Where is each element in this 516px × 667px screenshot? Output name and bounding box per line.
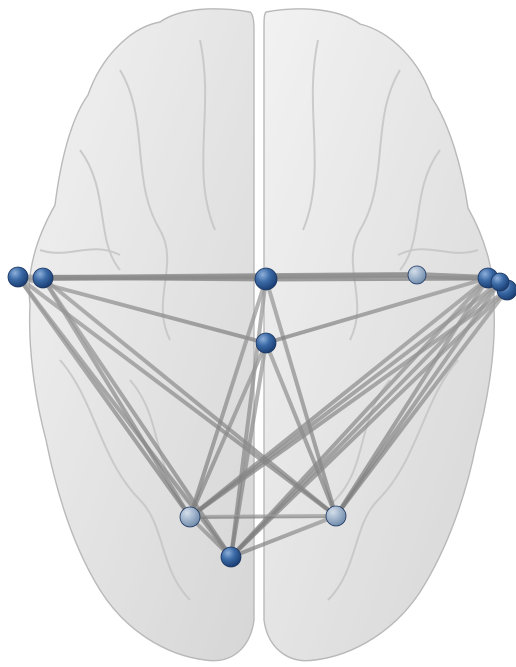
node-n9 (180, 507, 200, 527)
node-n2 (33, 268, 53, 288)
edge-n9-n10 (190, 516, 336, 517)
node-n1 (8, 267, 28, 287)
node-n4 (408, 266, 426, 284)
node-n8 (256, 333, 276, 353)
node-n10 (326, 506, 346, 526)
edge-n2-n4-bar (43, 275, 417, 278)
node-n11 (221, 547, 241, 567)
node-n7 (491, 273, 509, 291)
edge-n4-n5-bar (417, 275, 488, 278)
node-n3 (255, 268, 277, 290)
